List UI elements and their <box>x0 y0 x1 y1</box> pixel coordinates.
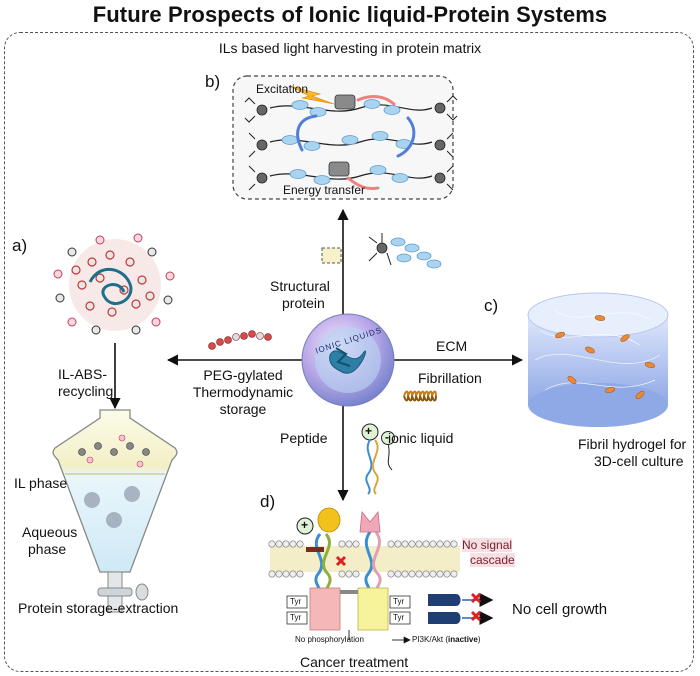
left-arrow-label-2: Thermodynamic <box>192 384 294 400</box>
tyr-box <box>286 595 308 609</box>
lipid-head <box>408 570 416 578</box>
lipid-head <box>275 570 283 578</box>
structural-protein-icon <box>321 247 342 264</box>
protein-il-cluster <box>53 233 175 335</box>
lipid-head <box>268 570 276 578</box>
panel-d-caption: Cancer treatment <box>300 654 409 670</box>
lipid-head <box>394 540 402 548</box>
il-phase-label: IL phase <box>14 475 68 491</box>
inactive-text: inactive <box>448 635 478 644</box>
figure-title: Future Prospects of Ionic liquid-Protein… <box>92 2 608 27</box>
lipid-head <box>282 540 290 548</box>
phosphonium-il-icon <box>368 233 442 269</box>
panel-a-letter: a) <box>12 236 28 255</box>
il-abs-label-1: IL-ABS- <box>58 366 108 382</box>
lipid-head <box>387 570 395 578</box>
lipid-head <box>338 570 346 578</box>
lipid-head <box>408 540 416 548</box>
tyr-box <box>389 595 411 609</box>
lipid-head <box>296 540 304 548</box>
peptide-label: Peptide <box>280 430 328 446</box>
separatory-funnel <box>52 409 178 613</box>
structural-label-1: Structural <box>270 278 330 294</box>
energy-transfer-label: Energy transfer <box>283 183 366 197</box>
tyr-box <box>286 611 308 625</box>
lipid-head <box>450 540 458 548</box>
tyr-label: Tyr <box>393 597 405 606</box>
fibril-hydrogel-disc <box>527 292 669 427</box>
lipid-head <box>429 570 437 578</box>
left-arrow-label-3: storage <box>219 401 267 417</box>
panel-c-caption-1: Fibril hydrogel for <box>578 436 687 452</box>
ionic-liquid-sphere <box>301 313 395 407</box>
lipid-head <box>450 570 458 578</box>
lipid-head <box>422 540 430 548</box>
tyr-label: Tyr <box>290 613 302 622</box>
aqueous-label-1: Aqueous <box>22 524 78 540</box>
no-phosphorylation-label: No phosphorylation <box>295 635 364 644</box>
plus-icon: + <box>301 518 309 532</box>
tyr-box <box>389 611 411 625</box>
structural-label-2: protein <box>282 295 325 311</box>
lipid-head <box>268 540 276 548</box>
pathway-label: PI3K/Akt (inactive) <box>412 635 480 644</box>
lipid-head <box>387 540 395 548</box>
lipid-head <box>345 540 353 548</box>
lipid-head <box>422 570 430 578</box>
dashed-frame <box>4 32 694 672</box>
panel-c-caption-2: 3D-cell culture <box>594 453 684 469</box>
tyr-label: Tyr <box>290 597 302 606</box>
excitation-label: Excitation <box>256 82 309 96</box>
lipid-head <box>338 540 346 548</box>
il-abs-label-2: recycling <box>58 383 114 399</box>
plus-icon: + <box>365 424 373 438</box>
fibril-spring-icon <box>403 390 437 402</box>
panel-d-letter: d) <box>260 492 276 511</box>
ecm-label: ECM <box>436 338 468 354</box>
peg-chain-icon <box>208 330 272 350</box>
lipid-head <box>429 540 437 548</box>
lipid-head <box>296 570 304 578</box>
lipid-head <box>345 570 353 578</box>
lipid-head <box>401 570 409 578</box>
lipid-head <box>415 570 423 578</box>
no-signal-label-2: cascade <box>470 553 515 567</box>
panel-a-caption: Protein storage-extraction <box>18 600 179 616</box>
lipid-head <box>415 540 423 548</box>
lipid-head <box>401 540 409 548</box>
no-signal-label-1: No signal <box>462 538 513 552</box>
lipid-head <box>289 540 297 548</box>
tyr-label: Tyr <box>393 613 405 622</box>
aqueous-label-2: phase <box>28 541 67 557</box>
blocked-signal-cascade <box>428 592 494 625</box>
lipid-head <box>394 570 402 578</box>
lipid-head <box>352 540 360 548</box>
lipid-head <box>289 570 297 578</box>
fibrillation-label: Fibrillation <box>418 370 482 386</box>
lipid-head <box>352 570 360 578</box>
lipid-head <box>443 540 451 548</box>
panel-b-header: ILs based light harvesting in protein ma… <box>218 40 482 56</box>
lipid-head <box>436 540 444 548</box>
lipid-head <box>275 540 283 548</box>
left-arrow-label-1: PEG-gylated <box>203 367 283 383</box>
pathway-text: PI3K/Akt ( <box>412 635 449 644</box>
panel-b-letter: b) <box>205 72 221 91</box>
panel-c-letter: c) <box>484 296 499 315</box>
lipid-head <box>436 570 444 578</box>
lipid-head <box>443 570 451 578</box>
minus-icon: - <box>385 430 389 444</box>
pathway-end: ) <box>477 635 481 644</box>
cell-membrane <box>268 507 460 644</box>
ionic-liquid-label: ionic liquid <box>388 430 454 446</box>
peptide-il-icon <box>361 423 395 495</box>
light-harvesting-scheme <box>244 85 458 191</box>
no-cell-growth-label: No cell growth <box>512 601 608 618</box>
lipid-head <box>282 570 290 578</box>
